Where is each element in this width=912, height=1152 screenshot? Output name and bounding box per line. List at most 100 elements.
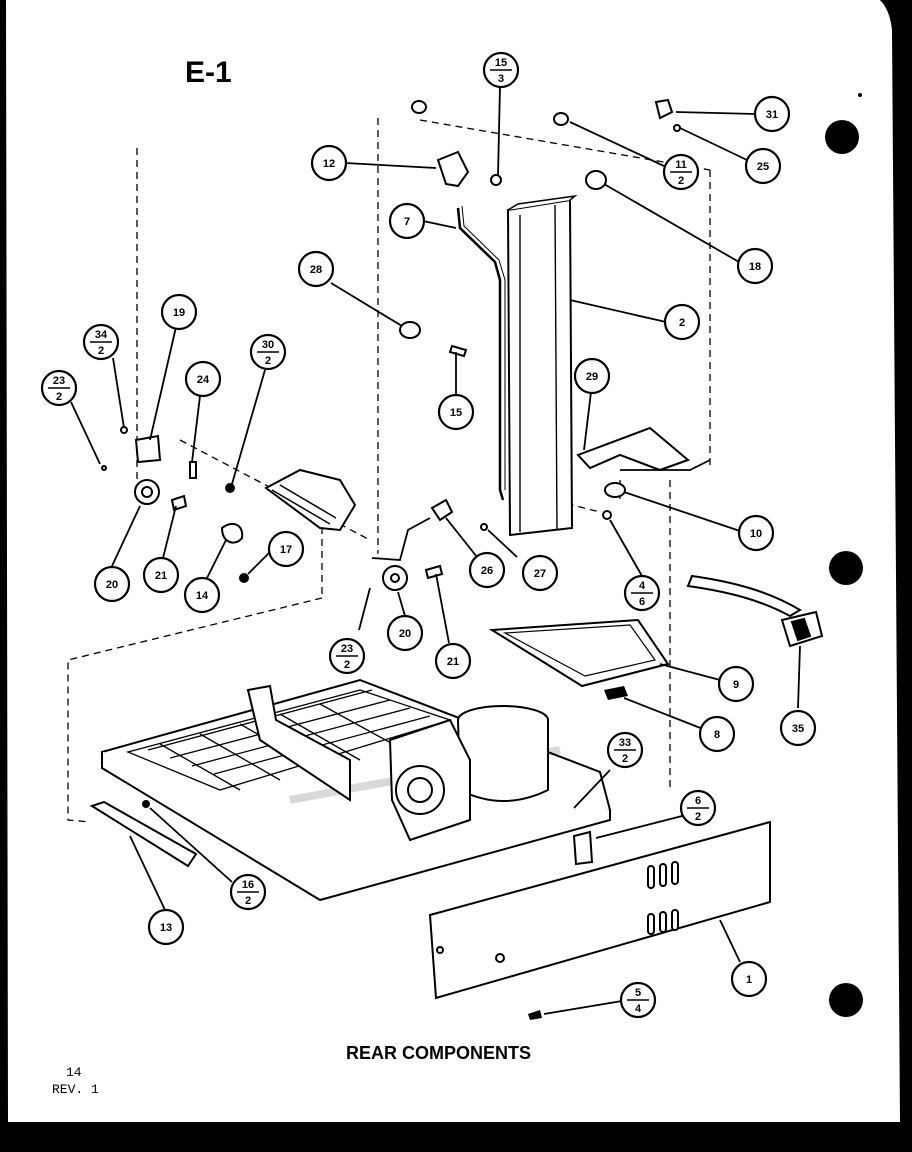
callout-14: 14	[183, 576, 221, 614]
callout-7: 7	[388, 202, 426, 240]
callout-11-2: 11 2	[662, 153, 700, 191]
callout-15: 15	[437, 393, 475, 431]
svg-text:23: 23	[341, 643, 353, 655]
section-label: E-1	[185, 56, 232, 89]
callout-29: 29	[573, 357, 611, 395]
callout-23-2a: 23 2	[40, 369, 78, 407]
svg-text:2: 2	[245, 895, 251, 907]
toe-grille	[428, 820, 771, 1000]
svg-text:15: 15	[450, 407, 462, 419]
svg-text:2: 2	[695, 811, 701, 823]
svg-text:5: 5	[635, 987, 641, 999]
callout-27: 27	[521, 554, 559, 592]
svg-text:6: 6	[639, 596, 645, 608]
callout-31: 31	[753, 95, 791, 133]
callout-15-3: 15 3	[482, 51, 520, 89]
svg-text:34: 34	[95, 329, 108, 341]
svg-text:35: 35	[792, 723, 804, 735]
callout-33-2: 33 2	[606, 731, 644, 769]
svg-text:11: 11	[675, 159, 687, 171]
screw-5	[528, 1010, 542, 1020]
svg-text:13: 13	[160, 922, 172, 934]
binder-hole-middle	[829, 551, 863, 585]
screw-16	[142, 800, 150, 808]
page-number: 14	[66, 1065, 82, 1080]
bracket-13	[89, 800, 198, 868]
svg-text:28: 28	[310, 264, 322, 276]
svg-text:21: 21	[447, 656, 459, 668]
callout-21a: 21	[142, 556, 180, 594]
svg-text:2: 2	[679, 317, 685, 329]
svg-text:8: 8	[714, 729, 720, 741]
svg-text:4: 4	[639, 580, 646, 592]
svg-text:12: 12	[323, 158, 335, 170]
callout-23-2b: 23 2	[328, 637, 366, 675]
svg-text:24: 24	[197, 374, 210, 386]
svg-text:10: 10	[750, 528, 762, 540]
callout-26: 26	[468, 551, 506, 589]
callout-2: 2	[663, 303, 701, 341]
callout-28: 28	[297, 250, 335, 288]
svg-text:33: 33	[619, 737, 631, 749]
svg-text:20: 20	[106, 579, 118, 591]
svg-text:9: 9	[733, 679, 739, 691]
callout-16-2: 16 2	[229, 873, 267, 911]
svg-text:30: 30	[262, 339, 274, 351]
callout-19: 19	[160, 293, 198, 331]
callout-35: 35	[779, 709, 817, 747]
callout-12: 12	[310, 144, 348, 182]
svg-text:3: 3	[498, 73, 504, 85]
bracket-29	[576, 426, 690, 472]
drain-tube	[456, 207, 505, 501]
svg-text:2: 2	[98, 345, 104, 357]
svg-text:18: 18	[749, 261, 761, 273]
callout-5-4: 5 4	[619, 981, 657, 1019]
svg-text:26: 26	[481, 565, 493, 577]
svg-text:16: 16	[242, 879, 254, 891]
svg-text:7: 7	[404, 216, 410, 228]
svg-text:23: 23	[53, 375, 65, 387]
binder-hole-top	[825, 120, 859, 154]
callout-25: 25	[744, 147, 782, 185]
callout-17: 17	[267, 530, 305, 568]
svg-text:1: 1	[746, 974, 752, 986]
leader-lines	[70, 85, 801, 1015]
binder-hole-bottom	[829, 983, 863, 1017]
clip-8	[604, 686, 628, 700]
callout-6-2: 6 2	[679, 789, 717, 827]
callout-1: 1	[730, 960, 768, 998]
upper-cover	[371, 517, 431, 561]
svg-text:6: 6	[695, 795, 701, 807]
speck	[858, 93, 862, 97]
callout-10: 10	[737, 514, 775, 552]
callout-34-2: 34 2	[82, 323, 120, 361]
svg-text:27: 27	[534, 568, 546, 580]
fan-shroud	[264, 468, 357, 532]
svg-text:21: 21	[155, 570, 167, 582]
callout-20a: 20	[93, 565, 131, 603]
svg-text:2: 2	[678, 175, 684, 187]
power-cord	[686, 574, 824, 648]
svg-text:15: 15	[495, 57, 507, 69]
rear-duct-column	[506, 194, 578, 537]
callout-9: 9	[717, 665, 755, 703]
svg-text:29: 29	[586, 371, 598, 383]
callout-21b: 21	[434, 642, 472, 680]
callout-24: 24	[184, 360, 222, 398]
callout-20b: 20	[386, 614, 424, 652]
drain-pan	[488, 618, 670, 688]
callout-30-2: 30 2	[249, 333, 287, 371]
svg-text:17: 17	[280, 544, 292, 556]
compressor	[457, 705, 549, 802]
fan-motor	[388, 718, 471, 842]
svg-text:2: 2	[265, 355, 271, 367]
svg-text:31: 31	[766, 109, 778, 121]
callout-13: 13	[147, 908, 185, 946]
diagram-caption: REAR COMPONENTS	[346, 1043, 531, 1063]
svg-text:14: 14	[196, 590, 209, 602]
bracket-6	[572, 830, 594, 866]
callout-4-6: 4 6	[623, 574, 661, 612]
svg-text:4: 4	[635, 1003, 642, 1015]
svg-text:19: 19	[173, 307, 185, 319]
